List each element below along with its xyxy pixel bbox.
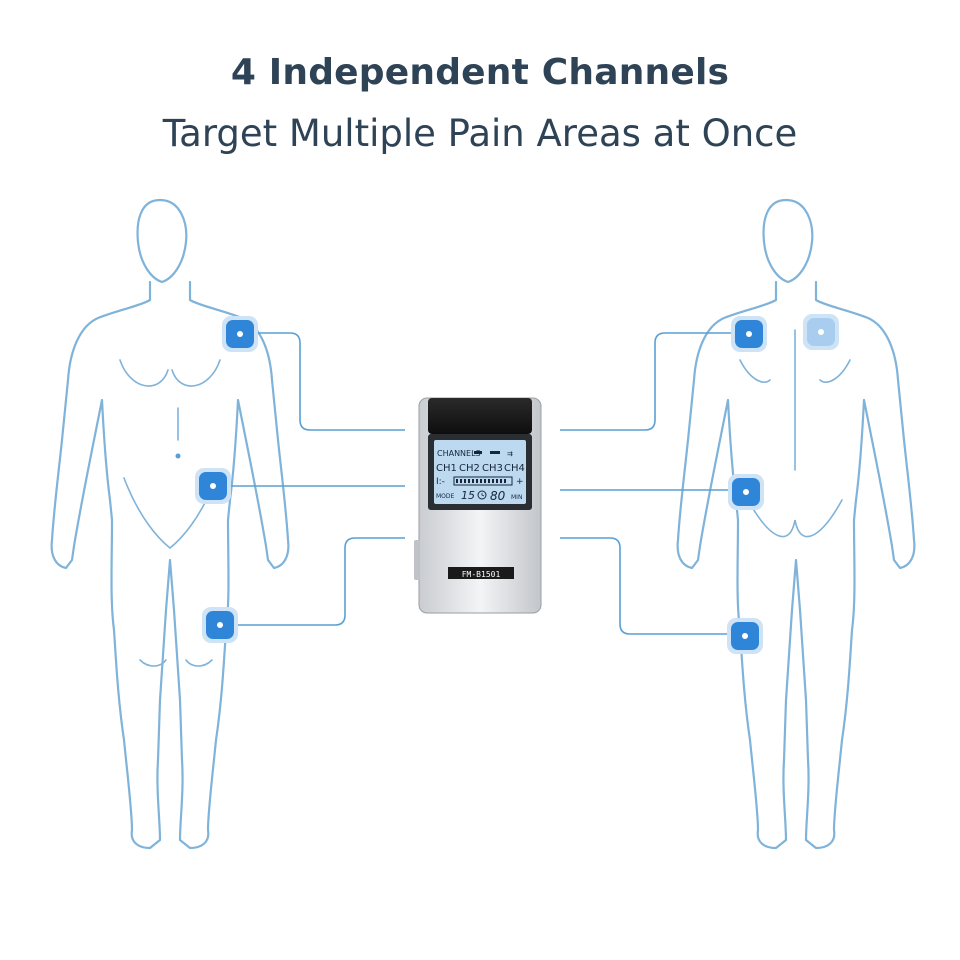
electrode-pad-back-lower: [728, 474, 764, 510]
headline-subtitle: Target Multiple Pain Areas at Once: [162, 112, 798, 155]
lcd-channels-label: CHANNELS: [437, 449, 481, 458]
lcd-mode-value: 15: [461, 489, 475, 502]
lcd-screen: [434, 440, 526, 504]
lcd-timer-value: 80: [490, 489, 506, 503]
electrode-pad-back-calf: [727, 618, 763, 654]
lcd-minus: I:-: [436, 477, 445, 487]
lcd-mode-label: MODE: [436, 493, 455, 500]
model-label-plate: [448, 567, 514, 579]
electrode-pad-back-shoulder-left: [731, 316, 767, 352]
lcd-ch3: CH3: [482, 463, 503, 474]
model-label: FM-B1501: [462, 570, 501, 579]
lcd-intensity-bar: [453, 476, 513, 486]
electrode-pad-front-hip: [195, 468, 231, 504]
front-body-figure: [50, 198, 290, 850]
tens-device: CHANNELS ⇉ CH1 CH2 CH3 CH4 I:- + MODE 15…: [414, 397, 542, 614]
headline-title: 4 Independent Channels: [230, 52, 730, 93]
electrode-pad-front-knee: [202, 607, 238, 643]
lcd-timer-unit: MIN: [511, 494, 522, 501]
lcd-ch1: CH1: [436, 463, 457, 474]
electrode-pads: [195, 314, 839, 654]
lcd-clock-icon: [477, 490, 487, 500]
lcd-plus: +: [516, 477, 524, 487]
lead-wires: [225, 332, 735, 635]
lcd-ch4: CH4: [504, 463, 525, 474]
back-body-figure: [676, 198, 916, 850]
lcd-arrows-icon: ⇉: [507, 450, 513, 458]
electrode-pad-front-shoulder: [222, 316, 258, 352]
electrode-pad-back-shoulder-right: [803, 314, 839, 350]
lcd-ch2: CH2: [459, 463, 480, 474]
